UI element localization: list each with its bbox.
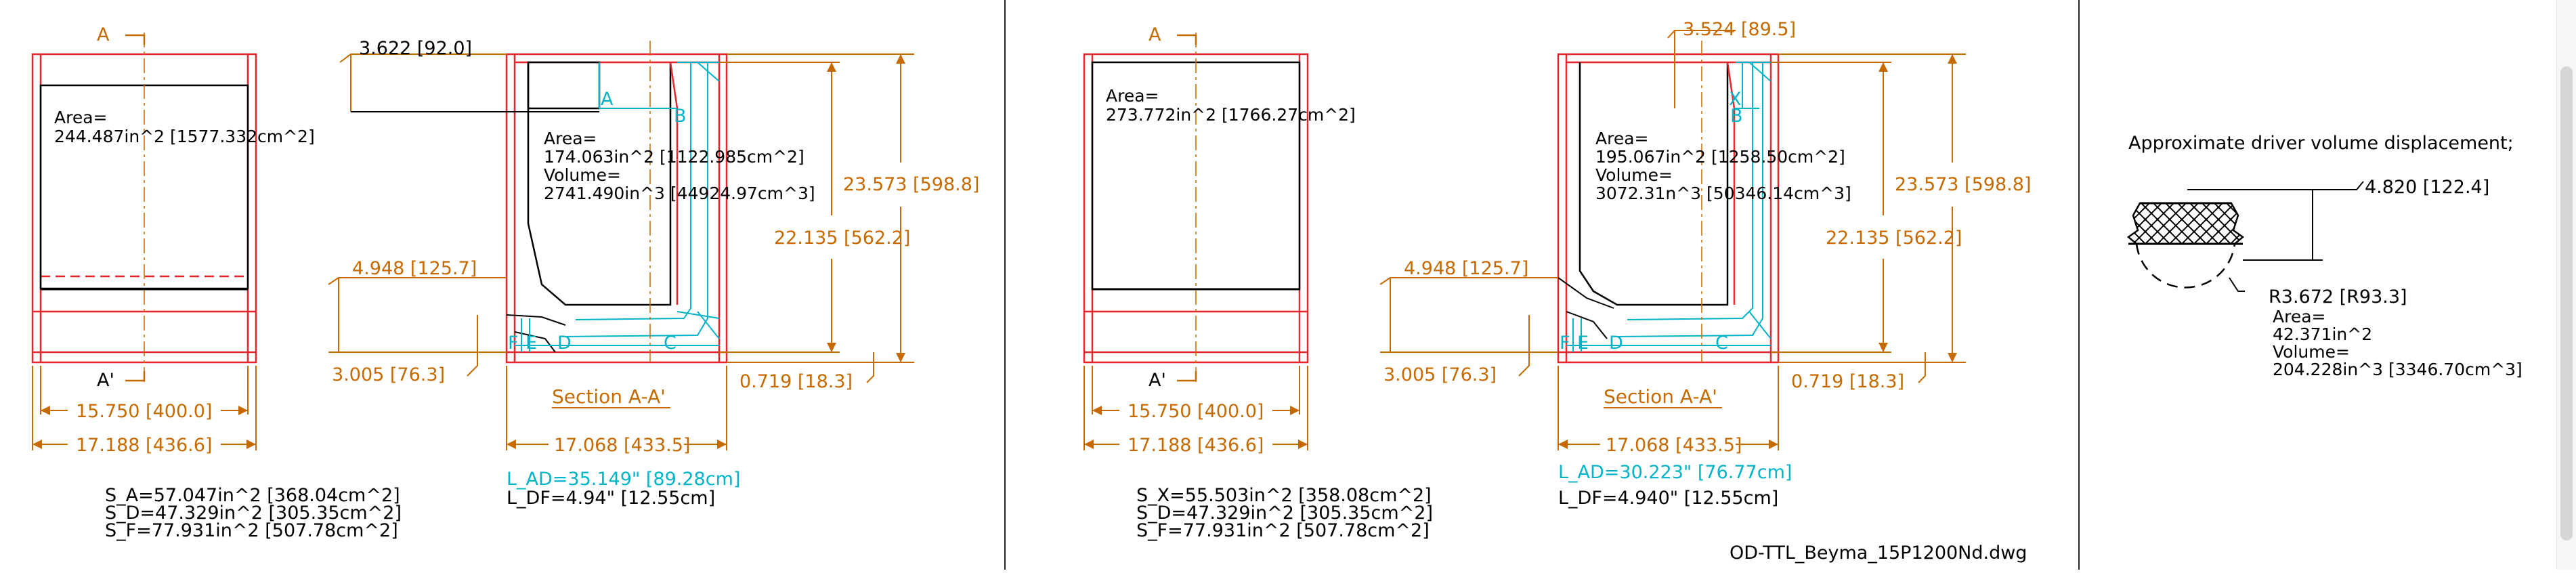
side-dimensions	[328, 54, 914, 450]
surface-area-2: S_D=47.329in^2 [305.35cm^2]	[1136, 503, 1433, 524]
cone-arc	[2135, 243, 2236, 289]
section-marker-bottom	[125, 371, 146, 382]
front-inner-width-dim: 15.750 [400.0]	[76, 401, 212, 422]
dim-outer-height: 23.573 [598.8]	[843, 174, 979, 195]
scrollbar-thumb[interactable]	[2560, 66, 2573, 540]
surface-area-1: S_A=57.047in^2 [368.04cm^2]	[105, 485, 400, 506]
side-volume-value: 3072.31n^3 [50346.14cm^3]	[1595, 184, 1851, 203]
point-label-c: C	[1715, 333, 1728, 354]
side-width-dim: 17.068 [433.5]	[1606, 435, 1742, 456]
front-outer-width-dim: 17.188 [436.6]	[76, 435, 212, 456]
dim-top-driver: 3.524 [89.5]	[1683, 19, 1796, 40]
side-section-outline	[505, 53, 728, 364]
point-label-f: F	[1560, 333, 1570, 354]
side-volume-label: Volume=	[1595, 165, 1673, 185]
panel-2: A A' Area= 273.772in^2 [1766.27cm^2] 15.…	[1083, 19, 2031, 541]
l-ad-length: L_AD=35.149" [89.28cm]	[507, 469, 740, 490]
surface-area-1: S_X=55.503in^2 [358.08cm^2]	[1136, 485, 1432, 506]
point-label-b: B	[674, 106, 687, 127]
section-marker-top	[1177, 34, 1197, 45]
point-label-e: E	[1577, 333, 1589, 354]
driver-baffle-box	[527, 61, 601, 110]
front-width-dims	[32, 366, 257, 450]
dim-inner-height: 22.135 [562.2]	[774, 228, 910, 249]
driver-outline	[2126, 202, 2245, 245]
l-df-length: L_DF=4.940" [12.55cm]	[1558, 488, 1778, 509]
front-inner-width-dim: 15.750 [400.0]	[1128, 401, 1264, 422]
surface-area-3: S_F=77.931in^2 [507.78cm^2]	[105, 520, 398, 541]
dim-bottom-right: 0.719 [18.3]	[739, 371, 853, 392]
front-width-dims	[1083, 366, 1308, 450]
driver-volume-label: Volume=	[2273, 342, 2350, 362]
point-label-d: D	[1609, 333, 1623, 354]
front-area-label: Area=	[1106, 86, 1159, 106]
l-ad-length: L_AD=30.223" [76.77cm]	[1558, 462, 1792, 483]
dim-left-upper: 4.948 [125.7]	[1404, 258, 1528, 279]
driver-radius-dim: R3.672 [R93.3]	[2269, 286, 2407, 307]
panel-3: Approximate driver volume displacement; …	[2126, 133, 2523, 379]
surface-area-3: S_F=77.931in^2 [507.78cm^2]	[1136, 520, 1430, 541]
dim-left-upper: 4.948 [125.7]	[352, 258, 477, 279]
side-dimensions	[1379, 30, 1966, 450]
port-lower-wall-2	[514, 331, 556, 353]
front-area-label: Area=	[54, 108, 107, 127]
point-label-a: A	[601, 89, 614, 110]
front-area-value: 244.487in^2 [1577.332cm^2]	[54, 127, 315, 146]
point-label-d: D	[557, 333, 572, 354]
drawing-filename: OD-TTL_Beyma_15P1200Nd.dwg	[1730, 543, 2027, 564]
vertical-scrollbar[interactable]	[2556, 0, 2576, 570]
transmission-line-path	[1566, 62, 1772, 352]
point-label-b: B	[1730, 106, 1743, 127]
section-label-a-bottom: A'	[1149, 370, 1166, 391]
internal-volume-outline	[1579, 62, 1729, 306]
point-label-e: E	[525, 333, 537, 354]
side-area-value: 195.067in^2 [1258.50cm^2]	[1595, 147, 1845, 167]
side-volume-label: Volume=	[544, 165, 621, 185]
front-outer-width-dim: 17.188 [436.6]	[1128, 435, 1264, 456]
section-marker-top	[125, 34, 146, 45]
dim-outer-height: 23.573 [598.8]	[1895, 174, 2031, 195]
driver-volume-value: 204.228in^3 [3346.70cm^3]	[2273, 360, 2523, 379]
driver-title: Approximate driver volume displacement;	[2128, 133, 2514, 154]
section-label-a-top: A	[97, 24, 110, 45]
section-marker-bottom	[1177, 371, 1197, 382]
side-area-label: Area=	[1595, 129, 1648, 148]
front-area-value: 273.772in^2 [1766.27cm^2]	[1106, 105, 1356, 125]
port-lower-wall	[506, 314, 566, 326]
point-label-f: F	[508, 333, 519, 354]
section-label-a-bottom: A'	[97, 370, 114, 391]
section-title: Section A-A'	[552, 385, 666, 408]
transmission-line-path	[515, 62, 720, 352]
dim-bottom-right: 0.719 [18.3]	[1791, 371, 1904, 392]
point-label-c: C	[664, 333, 677, 354]
l-df-length: L_DF=4.94" [12.55cm]	[507, 488, 715, 509]
dim-left-lower: 3.005 [76.3]	[1383, 364, 1497, 385]
port-lower-wall	[1558, 277, 1614, 309]
dim-top-driver: 3.622 [92.0]	[359, 38, 472, 59]
point-label-x: X	[1729, 89, 1742, 110]
port-lower-wall-2	[1566, 311, 1608, 339]
internal-volume-outline	[527, 62, 672, 306]
dim-left-lower: 3.005 [76.3]	[332, 364, 445, 385]
side-area-value: 174.063in^2 [1122.985cm^2]	[544, 147, 804, 167]
driver-area-value: 42.371in^2	[2273, 324, 2372, 344]
side-volume-value: 2741.490in^3 [44924.97cm^3]	[544, 184, 815, 203]
driver-area-label: Area=	[2273, 307, 2325, 326]
panel-1: A A' Area= 244.487in^2 [1577.332cm^2] 15…	[31, 24, 979, 541]
driver-depth-dim: 4.820 [122.4]	[2365, 177, 2489, 198]
side-width-dim: 17.068 [433.5]	[554, 435, 690, 456]
side-area-label: Area=	[544, 129, 597, 148]
dim-inner-height: 22.135 [562.2]	[1826, 228, 1962, 249]
surface-area-2: S_D=47.329in^2 [305.35cm^2]	[105, 503, 402, 524]
section-label-a-top: A	[1149, 24, 1161, 45]
section-title: Section A-A'	[1604, 385, 1717, 408]
driver-dims	[2187, 181, 2364, 292]
